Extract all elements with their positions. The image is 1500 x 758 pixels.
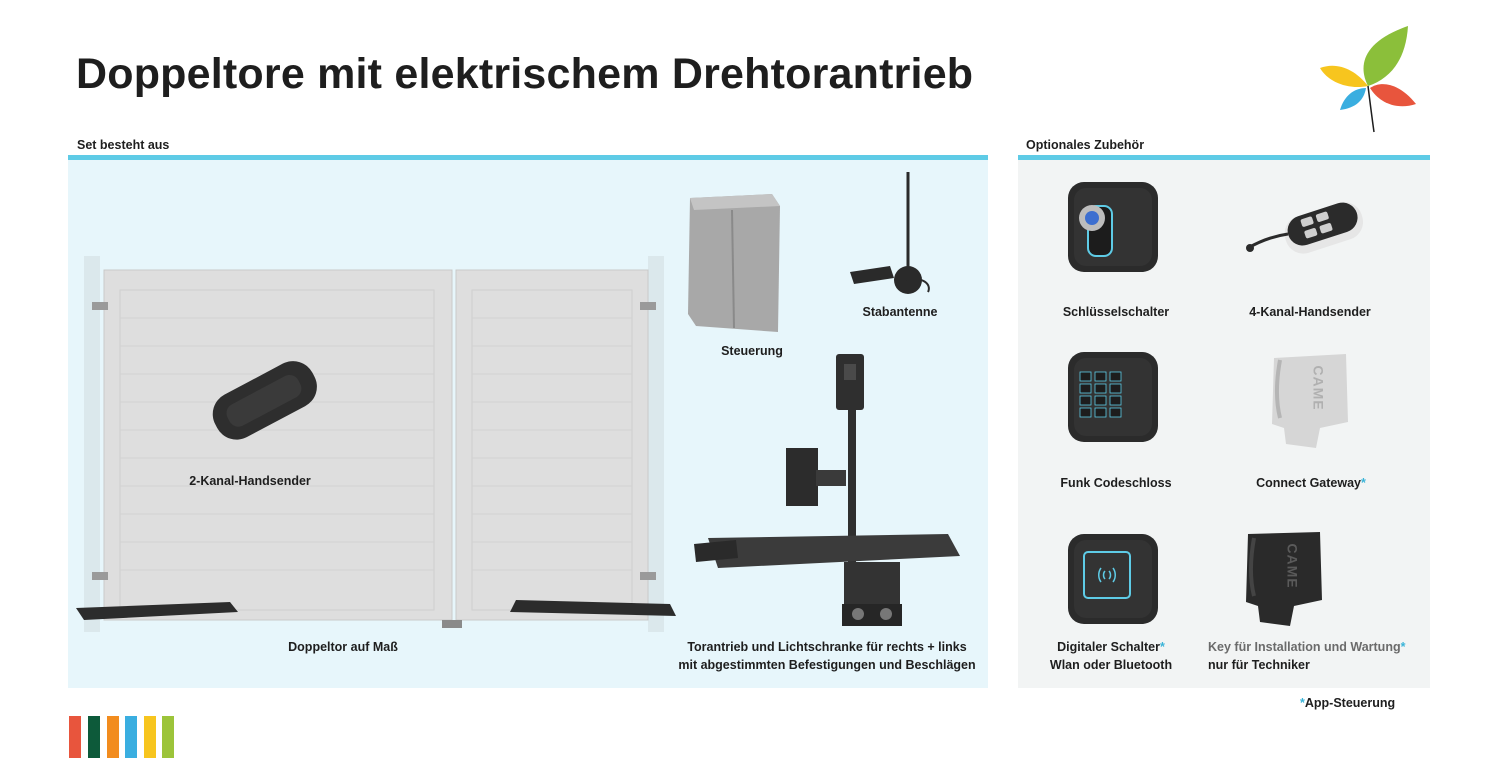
footnote-text: App-Steuerung [1304,696,1396,710]
digital-switch-caption: Digitaler Schalter* Wlan oder Bluetooth [1026,638,1196,674]
service-key-brand-text: CAME [1284,543,1301,589]
butterfly-logo-icon [1318,22,1418,134]
color-stripe-4 [125,716,137,758]
antenna-image [846,168,946,300]
footnote: *App-Steuerung [1300,694,1395,712]
gate-operator-image [688,350,964,632]
torantrieb-caption-line2: mit abgestimmten Befestigungen und Besch… [678,658,976,672]
service-key-label: Key für Installation und Wartung [1208,640,1401,654]
service-key-caption: Key für Installation und Wartung* nur fü… [1208,638,1418,674]
torantrieb-caption-line1: Torantrieb und Lichtschranke für rechts … [687,640,967,654]
optional-section-rule [1018,155,1430,160]
service-key-icon [1242,530,1326,630]
digital-switch-label: Digitaler Schalter [1057,640,1160,654]
handsender-caption: 2-Kanal-Handsender [189,474,311,488]
torantrieb-caption: Torantrieb und Lichtschranke für rechts … [660,638,994,674]
gateway-asterisk: * [1361,476,1366,490]
gateway-label: Connect Gateway [1256,476,1361,490]
color-stripe-3 [107,716,119,758]
service-key-asterisk: * [1400,640,1406,654]
color-stripe-2 [88,716,100,758]
key-switch-icon [1066,180,1160,274]
digital-switch-asterisk: * [1159,640,1165,654]
footnote-asterisk: * [1300,696,1305,710]
steuerung-caption: Steuerung [721,344,783,358]
gateway-caption: Connect Gateway* [1226,474,1396,492]
remote-4ch-icon [1244,200,1370,260]
service-key-label-line2: nur für Techniker [1208,658,1310,672]
double-gate-image [70,250,682,642]
color-stripe-6 [162,716,174,758]
color-stripe-5 [144,716,156,758]
digital-switch-icon [1066,532,1160,626]
page-title: Doppeltore mit elektrischem Drehtorantri… [76,50,974,98]
gateway-icon [1268,352,1352,450]
gateway-brand-text: CAME [1310,365,1327,411]
schluesselschalter-caption: Schlüsselschalter [1062,305,1170,319]
doppeltor-caption: Doppeltor auf Maß [288,640,398,654]
codeschloss-caption: Funk Codeschloss [1060,476,1172,490]
handsender-4ch-caption: 4-Kanal-Handsender [1249,305,1371,319]
stabantenne-caption: Stabantenne [862,305,938,319]
keypad-icon [1066,350,1160,444]
set-section-label: Set besteht aus [77,138,170,152]
set-section-rule [68,155,988,160]
control-box-image [684,194,784,336]
digital-switch-label-line2: Wlan oder Bluetooth [1049,658,1173,672]
color-stripe-1 [69,716,81,758]
optional-section-label: Optionales Zubehör [1026,138,1145,152]
